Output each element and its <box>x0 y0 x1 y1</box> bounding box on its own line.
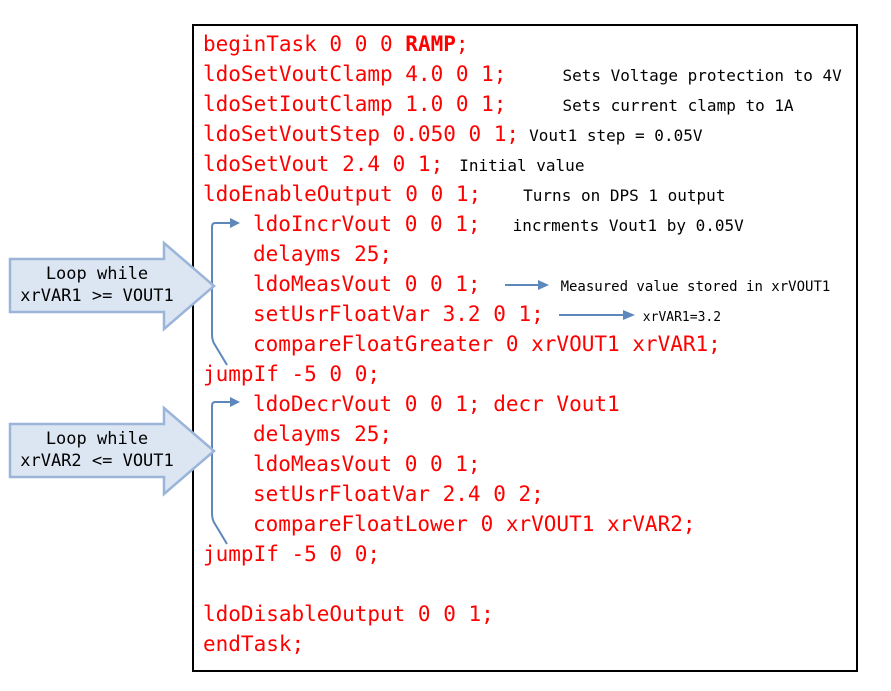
code-text: delayms 25; <box>253 422 393 446</box>
code-text: ldoSetVoutStep 0.050 0 1; <box>203 122 520 146</box>
code-line: beginTask 0 0 0 RAMP; <box>203 29 856 59</box>
code-text: ; <box>455 32 469 56</box>
code-comment: Turns on DPS 1 output <box>523 186 726 205</box>
code-line: endTask; <box>203 629 856 659</box>
code-text: compareFloatLower 0 xrVOUT1 xrVAR2; <box>253 512 696 536</box>
code-line: ldoSetVout 2.4 0 1; Initial value <box>203 149 856 179</box>
block-arrow-icon <box>8 240 216 332</box>
code-line: setUsrFloatVar 3.2 0 1; xrVAR1=3.2 <box>203 299 856 329</box>
code-text: compareFloatGreater 0 xrVOUT1 xrVAR1; <box>253 332 721 356</box>
code-line: delayms 25; <box>203 419 856 449</box>
code-comment: Initial value <box>459 156 585 175</box>
code-text: ldoMeasVout 0 0 1; <box>253 272 481 296</box>
code-line: ldoSetVoutClamp 4.0 0 1; Sets Voltage pro… <box>203 59 856 89</box>
code-text: delayms 25; <box>253 242 393 266</box>
pointer-arrow-icon <box>558 310 635 320</box>
code-line: ldoMeasVout 0 0 1; <box>203 449 856 479</box>
callout-line: Loop while <box>45 429 149 449</box>
callout-text: Loop while xrVAR1 >= VOUT1 <box>8 263 186 307</box>
code-line: ldoSetIoutClamp 1.0 0 1; Sets current cla… <box>203 89 856 119</box>
code-comment: Vout1 step = 0.05V <box>529 126 703 145</box>
code-line-blank <box>203 569 856 599</box>
code-text: ldoSetVoutClamp 4.0 0 1; <box>203 62 507 86</box>
code-line: compareFloatLower 0 xrVOUT1 xrVAR2; <box>203 509 856 539</box>
loop-callout-2: Loop while xrVAR2 <= VOUT1 <box>8 405 218 497</box>
block-arrow-icon <box>8 405 216 497</box>
code-text: beginTask 0 0 0 <box>203 32 406 56</box>
code-line: ldoSetVoutStep 0.050 0 1; Vout1 step = 0.… <box>203 119 856 149</box>
code-line: ldoEnableOutput 0 0 1; Turns on DPS 1 out… <box>203 179 856 209</box>
code-line: ldoDisableOutput 0 0 1; <box>203 599 856 629</box>
code-listing-box: beginTask 0 0 0 RAMP; ldoSetVoutClamp 4.… <box>192 24 858 672</box>
code-comment: Sets Voltage protection to 4V <box>562 66 842 85</box>
code-text: setUsrFloatVar 2.4 0 2; <box>253 482 544 506</box>
code-line: setUsrFloatVar 2.4 0 2; <box>203 479 856 509</box>
callout-line: Loop while <box>45 264 149 284</box>
pointer-arrow-icon <box>504 280 549 290</box>
code-text: ldoDisableOutput 0 0 1; <box>203 602 494 626</box>
code-line: compareFloatGreater 0 xrVOUT1 xrVAR1; <box>203 329 856 359</box>
callout-text: Loop while xrVAR2 <= VOUT1 <box>8 428 186 472</box>
loop-callout-1: Loop while xrVAR1 >= VOUT1 <box>8 240 218 332</box>
loop-bracket-icon <box>211 397 240 545</box>
code-text: endTask; <box>203 632 305 656</box>
code-text: ldoIncrVout 0 0 1; <box>253 212 481 236</box>
code-text: ldoEnableOutput 0 0 1; <box>203 182 482 206</box>
code-comment: Sets current clamp to 1A <box>562 96 794 115</box>
code-text: ldoSetIoutClamp 1.0 0 1; <box>203 92 507 116</box>
code-text: jumpIf -5 0 0; <box>203 542 381 566</box>
code-comment: incrments Vout1 by 0.05V <box>512 216 744 235</box>
code-text: ldoMeasVout 0 0 1; <box>253 452 481 476</box>
callout-line: xrVAR2 <= VOUT1 <box>20 451 174 471</box>
code-line: delayms 25; <box>203 239 856 269</box>
code-line: jumpIf -5 0 0; <box>203 359 856 389</box>
annotation-text: Measured value stored in xrVOUT1 <box>560 279 831 295</box>
callout-line: xrVAR1 >= VOUT1 <box>20 286 174 306</box>
code-text: ldoSetVout 2.4 0 1; <box>203 152 444 176</box>
loop-bracket-icon <box>211 218 240 366</box>
code-text: jumpIf -5 0 0; <box>203 362 381 386</box>
annotation-text: xrVAR1=3.2 <box>642 310 722 325</box>
code-text: ldoDecrVout 0 0 1; decr Vout1 <box>253 392 620 416</box>
code-line: jumpIf -5 0 0; <box>203 539 856 569</box>
code-line: ldoIncrVout 0 0 1; incrments Vout1 by 0.0… <box>203 209 856 239</box>
code-line: ldoMeasVout 0 0 1; Measured value stored … <box>203 269 856 299</box>
code-line: ldoDecrVout 0 0 1; decr Vout1 <box>203 389 856 419</box>
code-text: setUsrFloatVar 3.2 0 1; <box>253 302 544 326</box>
code-keyword: RAMP <box>405 32 456 56</box>
